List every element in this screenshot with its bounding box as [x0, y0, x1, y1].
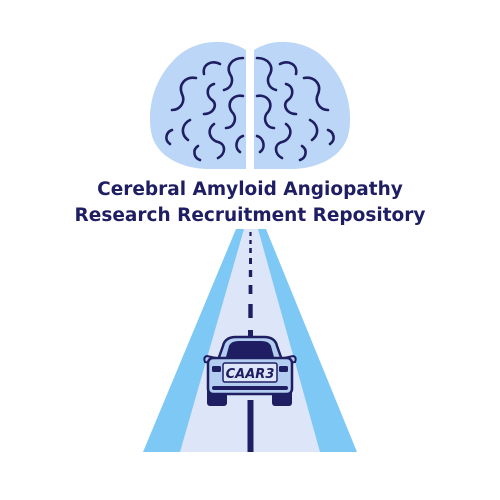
license-plate-text: CAAR3 — [226, 367, 275, 382]
car-icon: CAAR3 — [203, 335, 297, 406]
road-edge-left — [143, 229, 245, 452]
road-center-line — [247, 232, 254, 452]
license-plate — [222, 362, 278, 383]
logo-title-line-1: Cerebral Amyloid Angiopathy — [97, 179, 403, 200]
road-edge-right — [257, 229, 357, 452]
brain-icon — [149, 41, 351, 170]
logo-title: Cerebral Amyloid Angiopathy Research Rec… — [0, 177, 500, 229]
logo-title-line-2: Research Recruitment Repository — [74, 205, 426, 226]
